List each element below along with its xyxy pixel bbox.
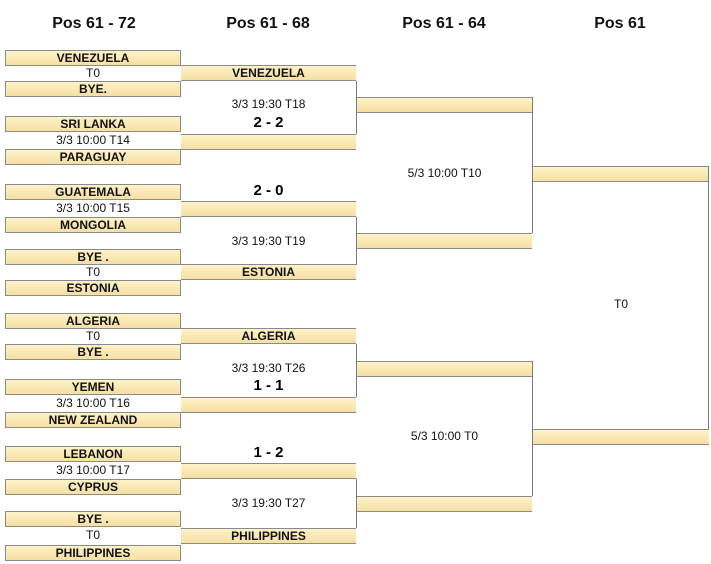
r1-m3-info: 3/3 10:00 T15 [56, 201, 130, 215]
r1-m6-team-bottom: NEW ZEALAND [5, 412, 181, 428]
r1-m6-info: 3/3 10:00 T16 [56, 396, 130, 410]
r1-m2-info: 3/3 10:00 T14 [56, 133, 130, 147]
r1-m1-info: T0 [85, 66, 100, 80]
r3-m2-bracket-line [532, 361, 533, 496]
final-team-bottom [533, 429, 709, 445]
r2-m1-team-top: VENEZUELA [181, 65, 356, 81]
r2-m3-team-top: ALGERIA [181, 328, 356, 344]
r2-m2-info: 3/3 19:30 T19 [231, 234, 306, 248]
header-pos-61-68: Pos 61 - 68 [226, 15, 310, 32]
r1-m2-team-top: SRI LANKA [5, 116, 181, 132]
r1-m8-team-bottom: PHILIPPINES [5, 545, 181, 561]
r3-m1-team-top [357, 97, 532, 113]
r3-m2-team-top [357, 361, 532, 377]
r3-m1-info: 5/3 10:00 T10 [407, 166, 482, 180]
final-team-top [533, 166, 709, 182]
r1-m1-team-bottom: BYE. [5, 81, 181, 97]
r2-m3-info: 3/3 19:30 T26 [231, 361, 306, 375]
r2-m1-info: 3/3 19:30 T18 [231, 97, 306, 111]
r1-m7-info: 3/3 10:00 T17 [56, 463, 130, 477]
r2-m2-score: 2 - 0 [253, 182, 284, 199]
r2-m3-team-bottom [181, 397, 356, 413]
r1-m5-info: T0 [85, 329, 100, 343]
r1-m8-team-top: BYE . [5, 511, 181, 527]
r1-m2-team-bottom: PARAGUAY [5, 149, 181, 165]
r2-m4-team-bottom: PHILIPPINES [181, 528, 356, 544]
r2-m4-score: 1 - 2 [253, 444, 284, 461]
r2-m1-team-bottom [181, 134, 356, 150]
r3-m2-team-bottom [357, 496, 532, 512]
r2-m2-team-bottom: ESTONIA [181, 264, 356, 280]
r1-m5-team-top: ALGERIA [5, 313, 181, 329]
r2-m4-info: 3/3 19:30 T27 [231, 496, 306, 510]
r1-m3-team-top: GUATEMALA [5, 184, 181, 200]
r1-m1-team-top: VENEZUELA [5, 50, 181, 66]
r2-m3-bracket-line [356, 344, 357, 397]
r1-m4-team-top: BYE . [5, 249, 181, 265]
r1-m7-team-bottom: CYPRUS [5, 479, 181, 495]
header-pos-61: Pos 61 [594, 15, 646, 32]
r2-m4-bracket-line [356, 479, 357, 528]
r2-m1-bracket-line [356, 81, 357, 134]
final-info: T0 [613, 297, 628, 311]
r1-m5-team-bottom: BYE . [5, 344, 181, 360]
r3-m1-bracket-line [532, 97, 533, 233]
header-pos-61-64: Pos 61 - 64 [402, 15, 486, 32]
r1-m4-team-bottom: ESTONIA [5, 280, 181, 296]
r1-m3-team-bottom: MONGOLIA [5, 217, 181, 233]
r2-m2-team-top [181, 201, 356, 217]
r2-m2-bracket-line [356, 217, 357, 265]
r1-m8-info: T0 [85, 528, 100, 542]
r3-m1-team-bottom [357, 233, 532, 249]
r1-m7-team-top: LEBANON [5, 446, 181, 462]
r2-m1-score: 2 - 2 [253, 114, 284, 131]
r1-m6-team-top: YEMEN [5, 379, 181, 395]
r3-m2-info: 5/3 10:00 T0 [410, 429, 479, 443]
header-pos-61-72: Pos 61 - 72 [52, 15, 136, 32]
r2-m3-score: 1 - 1 [253, 377, 284, 394]
r1-m4-info: T0 [85, 265, 100, 279]
final-bracket-line [708, 166, 709, 429]
r2-m4-team-top [181, 463, 356, 479]
